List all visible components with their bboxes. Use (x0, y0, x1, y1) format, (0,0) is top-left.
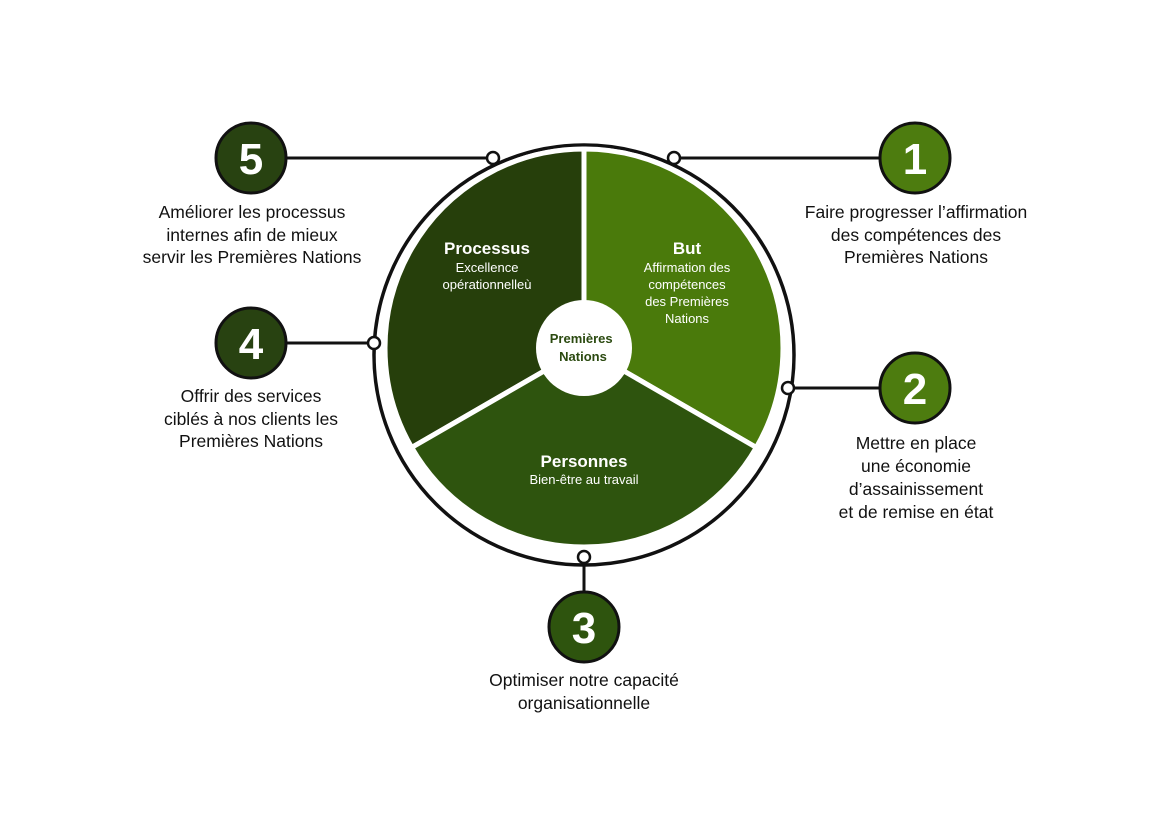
goal-2-line-4: et de remise en état (839, 502, 994, 522)
connector-dot-goal-4 (366, 335, 382, 351)
center-circle (536, 300, 632, 396)
segment-but-title: But (673, 239, 702, 258)
goal-badge-5: 5 (214, 121, 288, 195)
segment-processus-subtitle-2: opérationnelleù (443, 277, 532, 292)
goal-badge-4: 4 (214, 306, 288, 380)
connector-dot-goal-2 (780, 380, 796, 396)
goal-3-line-1: Optimiser notre capacité (489, 670, 679, 690)
pie-segments (382, 146, 786, 550)
goal-5-line-2: internes afin de mieux (166, 225, 337, 245)
goal-2-line-3: d’assainissement (849, 479, 983, 499)
goal-1-circle (878, 121, 952, 195)
center-label-line-1: Premières (550, 331, 613, 346)
goal-2-circle (878, 351, 952, 425)
goal-2-line-1: Mettre en place (856, 433, 977, 453)
segment-but-subtitle-3: des Premières (645, 294, 729, 309)
goal-3-circle (547, 590, 621, 664)
segment-but-subtitle-4: Nations (665, 311, 710, 326)
goal-1-text: Faire progresser l’affirmation des compé… (805, 202, 1027, 267)
segment-but (581, 146, 786, 451)
center-label-line-2: Nations (559, 349, 607, 364)
connector-dots (366, 150, 796, 565)
goal-1-line-2: des compétences des (831, 225, 1001, 245)
goal-2-line-2: une économie (861, 456, 971, 476)
segment-but-subtitle-1: Affirmation des (644, 260, 731, 275)
segment-personnes-subtitle-1: Bien-être au travail (529, 472, 638, 487)
segment-label-processus: Processus Excellence opérationnelleù (443, 239, 532, 292)
goal-4-number: 4 (239, 320, 264, 369)
goal-2-number: 2 (903, 365, 927, 414)
segment-personnes-title: Personnes (541, 452, 628, 471)
center-label: Premières Nations (550, 331, 617, 364)
goal-5-text: Améliorer les processus internes afin de… (143, 202, 362, 267)
goal-5-circle (214, 121, 288, 195)
segment-label-personnes: Personnes Bien-être au travail (529, 452, 638, 487)
segment-but-subtitle-2: compétences (648, 277, 726, 292)
goal-badge-2: 2 (878, 351, 952, 425)
goal-5-number: 5 (239, 135, 263, 184)
connector-dot-goal-5 (485, 150, 501, 166)
segment-processus-subtitle-1: Excellence (456, 260, 519, 275)
goal-1-number: 1 (903, 135, 927, 184)
goal-4-text: Offrir des services ciblés à nos clients… (164, 386, 338, 451)
connector-dot-goal-1 (666, 150, 682, 166)
goal-4-line-3: Premières Nations (179, 431, 323, 451)
goal-3-number: 3 (572, 604, 596, 653)
goal-3-text: Optimiser notre capacité organisationnel… (489, 670, 679, 713)
goal-5-line-1: Améliorer les processus (159, 202, 346, 222)
goal-4-line-1: Offrir des services (181, 386, 322, 406)
goal-badge-3: 3 (547, 590, 621, 664)
goal-4-line-2: ciblés à nos clients les (164, 409, 338, 429)
segment-personnes (408, 345, 760, 550)
goal-5-line-3: servir les Premières Nations (143, 247, 362, 267)
goal-1-line-3: Premières Nations (844, 247, 988, 267)
segment-label-but: But Affirmation des compétences des Prem… (644, 239, 731, 326)
segment-processus-title: Processus (444, 239, 530, 258)
goal-4-circle (214, 306, 288, 380)
connector-dot-goal-3 (576, 549, 592, 565)
goal-badge-1: 1 (878, 121, 952, 195)
goal-3-line-2: organisationnelle (518, 693, 650, 713)
goal-2-text: Mettre en place une économie d’assainiss… (839, 433, 994, 522)
segment-processus (382, 146, 587, 451)
goal-1-line-1: Faire progresser l’affirmation (805, 202, 1027, 222)
